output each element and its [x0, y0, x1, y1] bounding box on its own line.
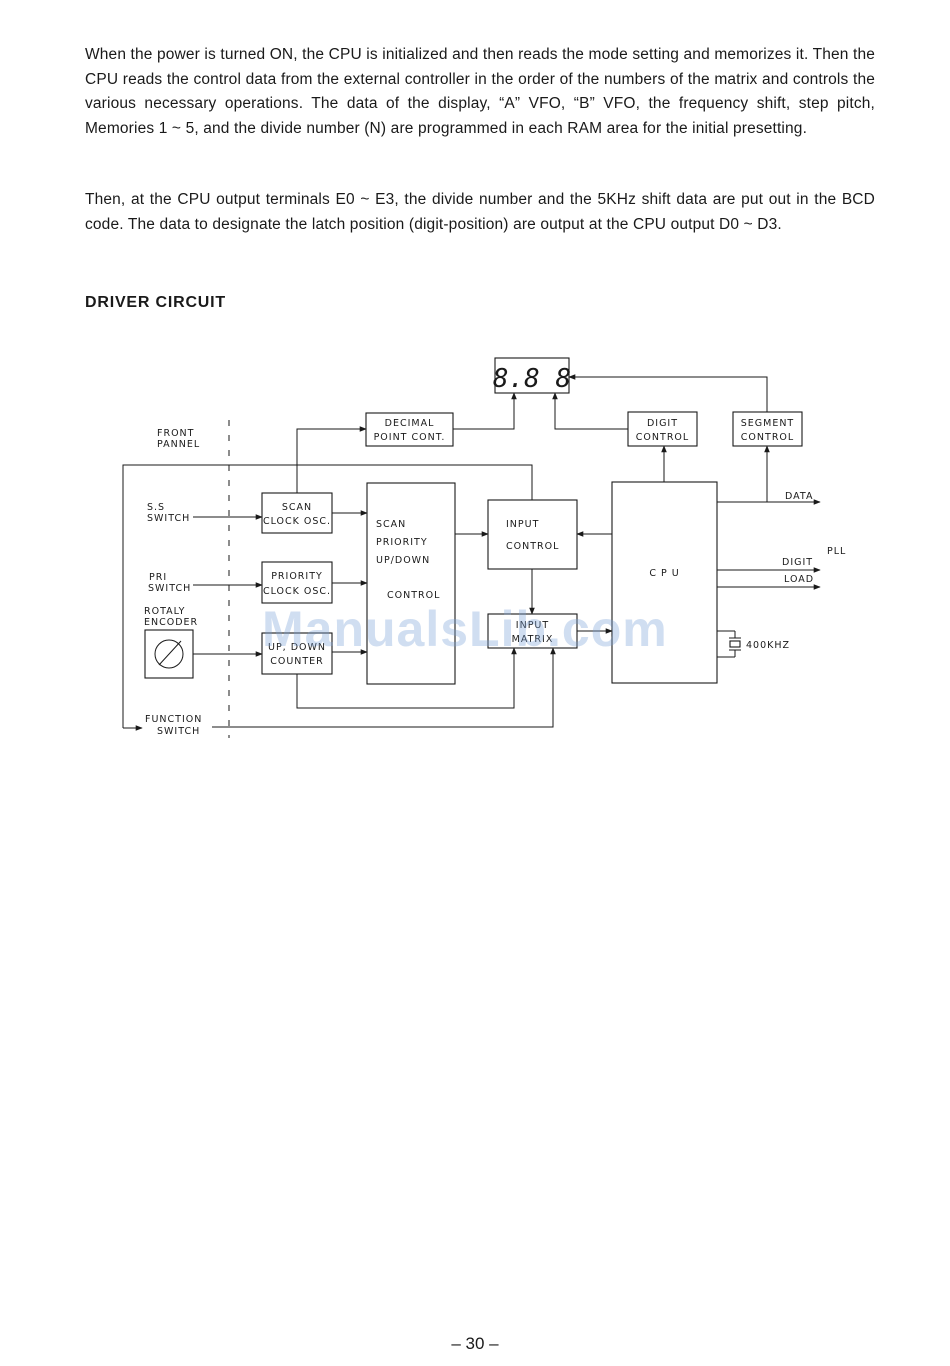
svg-text:INPUT: INPUT	[506, 519, 539, 530]
display-digits: 8.8 8	[493, 364, 571, 394]
svg-text:400KHZ: 400KHZ	[746, 640, 790, 651]
svg-text:UP/DOWN: UP/DOWN	[376, 555, 430, 566]
svg-text:POINT CONT.: POINT CONT.	[374, 432, 446, 443]
crystal-icon: 400KHZ	[717, 630, 790, 658]
svg-text:DECIMAL: DECIMAL	[385, 418, 435, 429]
signal-lines	[122, 374, 821, 731]
segment-control-block: SEGMENT CONTROL	[732, 411, 803, 447]
rotary-encoder-icon	[144, 629, 194, 679]
svg-text:MATRIX: MATRIX	[512, 634, 554, 645]
digit-control-block: DIGIT CONTROL	[627, 411, 698, 447]
intro-paragraph: When the power is turned ON, the CPU is …	[85, 46, 875, 137]
watermark: ManualsLib.com	[262, 601, 668, 657]
scan-clock-osc-block: SCAN CLOCK OSC.	[261, 492, 333, 534]
svg-text:CONTROL: CONTROL	[741, 432, 794, 443]
input-control-block: INPUT CONTROL	[487, 499, 578, 570]
svg-text:LOAD: LOAD	[784, 574, 814, 585]
svg-text:PANNEL: PANNEL	[157, 439, 200, 450]
output-paragraph: Then, at the CPU output terminals E0 ~ E…	[85, 191, 875, 233]
svg-text:PLL: PLL	[827, 546, 846, 557]
svg-text:SCAN: SCAN	[376, 519, 406, 530]
svg-text:INPUT: INPUT	[516, 620, 549, 631]
svg-text:SCAN: SCAN	[282, 502, 312, 513]
svg-text:ENCODER: ENCODER	[144, 617, 198, 628]
output-labels: DATA PLL DIGIT LOAD	[782, 491, 846, 585]
svg-text:PRIORITY: PRIORITY	[376, 537, 428, 548]
svg-text:UP, DOWN: UP, DOWN	[268, 642, 326, 653]
svg-text:FUNCTION: FUNCTION	[145, 714, 202, 725]
input-labels: FRONT PANNEL S.S SWITCH PRI SWITCH ROTAL…	[144, 428, 202, 737]
svg-text:SWITCH: SWITCH	[147, 513, 190, 524]
svg-text:DATA: DATA	[785, 491, 813, 502]
seven-segment-display: 8.8 8	[493, 357, 571, 394]
svg-text:SWITCH: SWITCH	[148, 583, 191, 594]
svg-text:COUNTER: COUNTER	[270, 656, 324, 667]
svg-text:PRI: PRI	[149, 572, 167, 583]
decimal-point-control-block: DECIMAL POINT CONT.	[365, 412, 454, 447]
svg-text:CONTROL: CONTROL	[387, 590, 440, 601]
driver-circuit-diagram: 8.8 8 DECIMAL POINT CONT. DIGIT CONTROL …	[122, 357, 846, 738]
page-number: – 30 –	[451, 1334, 499, 1353]
svg-text:PRIORITY: PRIORITY	[271, 571, 323, 582]
svg-text:SWITCH: SWITCH	[157, 726, 200, 737]
svg-text:CLOCK OSC.: CLOCK OSC.	[263, 516, 331, 527]
svg-text:S.S: S.S	[147, 502, 165, 513]
svg-text:CONTROL: CONTROL	[506, 541, 559, 552]
svg-text:ROTALY: ROTALY	[144, 606, 185, 617]
svg-text:CONTROL: CONTROL	[636, 432, 689, 443]
svg-text:SEGMENT: SEGMENT	[741, 418, 795, 429]
svg-text:FRONT: FRONT	[157, 428, 194, 439]
svg-text:DIGIT: DIGIT	[647, 418, 678, 429]
priority-clock-osc-block: PRIORITY CLOCK OSC.	[261, 561, 333, 604]
svg-text:C P U: C P U	[649, 568, 679, 579]
section-heading: DRIVER CIRCUIT	[85, 294, 226, 311]
svg-text:DIGIT: DIGIT	[782, 557, 813, 568]
svg-text:CLOCK OSC.: CLOCK OSC.	[263, 586, 331, 597]
